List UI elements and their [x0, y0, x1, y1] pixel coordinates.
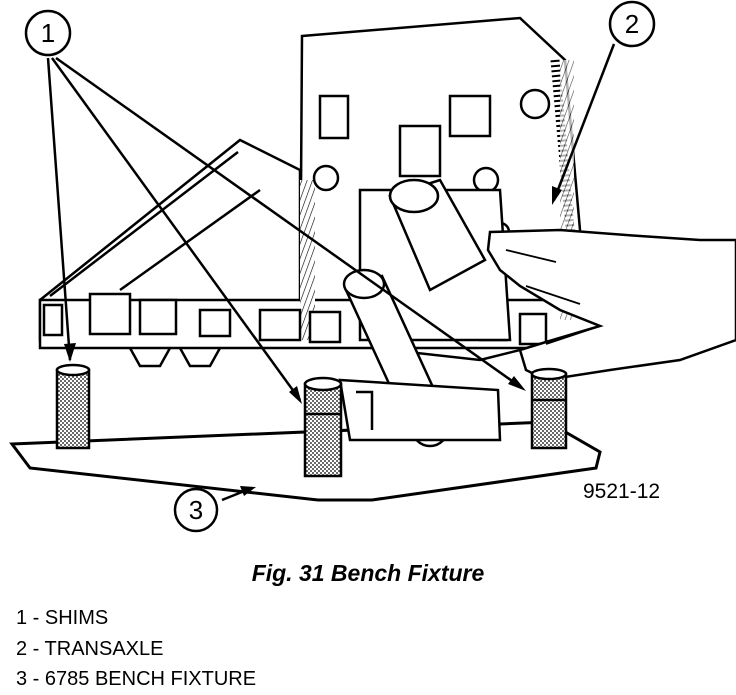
shim-left: [55, 363, 91, 450]
figure-code: 9521-12: [583, 480, 661, 503]
shims: [55, 363, 568, 478]
shim-right: [530, 367, 568, 450]
shim-center: [303, 376, 343, 478]
legend-item: 1 - SHIMS: [16, 607, 109, 629]
callout-3-number: 3: [189, 495, 203, 525]
callout-2-number: 2: [625, 9, 639, 39]
legend-list: 1 - SHIMS 2 - TRANSAXLE 3 - 6785 BENCH F…: [16, 603, 256, 695]
bench-fixture-illustration: 1 2 3: [9, 0, 736, 533]
callout-1: 1: [24, 9, 72, 57]
figure-caption: Fig. 31 Bench Fixture: [251, 560, 485, 586]
legend-item: 2 - TRANSAXLE: [16, 637, 164, 660]
callout-3: 3: [173, 487, 219, 533]
arrowheads: [64, 186, 562, 496]
callout-1-number: 1: [41, 18, 55, 48]
callout-2: 2: [608, 0, 656, 48]
hand: [486, 228, 736, 382]
legend-item: 3 - 6785 BENCH FIXTURE: [16, 668, 257, 690]
callout-leaders: [46, 43, 616, 502]
